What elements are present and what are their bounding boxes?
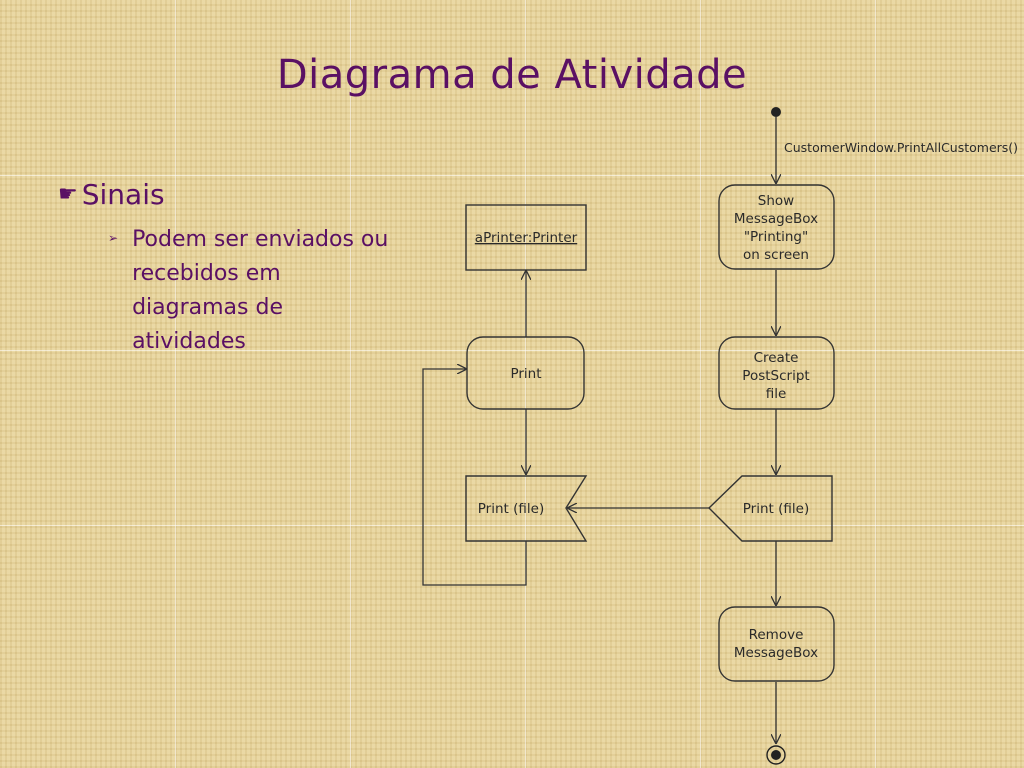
object-node-printer (465, 204, 587, 271)
action-show-line-1: Show (758, 193, 794, 209)
action-create-line-2: PostScript (742, 368, 809, 384)
pointing-hand-icon: ☛ (58, 182, 78, 207)
edge-label-print-all: CustomerWindow.PrintAllCustomers() (784, 140, 1018, 155)
subbullet-item: ➢ Podem ser enviados ou recebidos em dia… (108, 223, 402, 359)
action-print-label: Print (510, 366, 541, 382)
accept-signal-print-file (465, 475, 588, 542)
action-remove-line-1: Remove (749, 627, 804, 643)
action-create-postscript (718, 336, 835, 410)
subbullet-text: Podem ser enviados ou recebidos em diagr… (132, 227, 389, 354)
initial-node (771, 107, 781, 117)
slide-title: Diagrama de Atividade (276, 52, 748, 98)
action-show-line-2: MessageBox (734, 211, 818, 227)
arrowhead-bullet-icon: ➢ (108, 231, 119, 245)
send-signal-label: Print (file) (743, 501, 809, 517)
action-remove-messagebox (718, 606, 835, 682)
action-show-messagebox (718, 184, 835, 270)
action-print (466, 336, 585, 410)
bullet-list: ☛ Sinais ➢ Podem ser enviados ou recebid… (58, 178, 402, 359)
action-show-line-4: on screen (743, 247, 809, 263)
object-node-label: aPrinter:Printer (475, 230, 578, 246)
action-remove-line-2: MessageBox (734, 645, 818, 661)
action-show-line-3: "Printing" (744, 229, 808, 245)
action-create-line-3: file (766, 386, 787, 402)
send-signal-print-file (708, 475, 833, 542)
bullet-text: Sinais (81, 178, 165, 211)
final-node-dot (771, 750, 781, 760)
accept-signal-label: Print (file) (478, 501, 544, 517)
final-node-ring (766, 745, 786, 765)
action-create-line-1: Create (754, 350, 799, 366)
bullet-item: ☛ Sinais (58, 178, 402, 211)
edge-loop-back (422, 369, 527, 586)
